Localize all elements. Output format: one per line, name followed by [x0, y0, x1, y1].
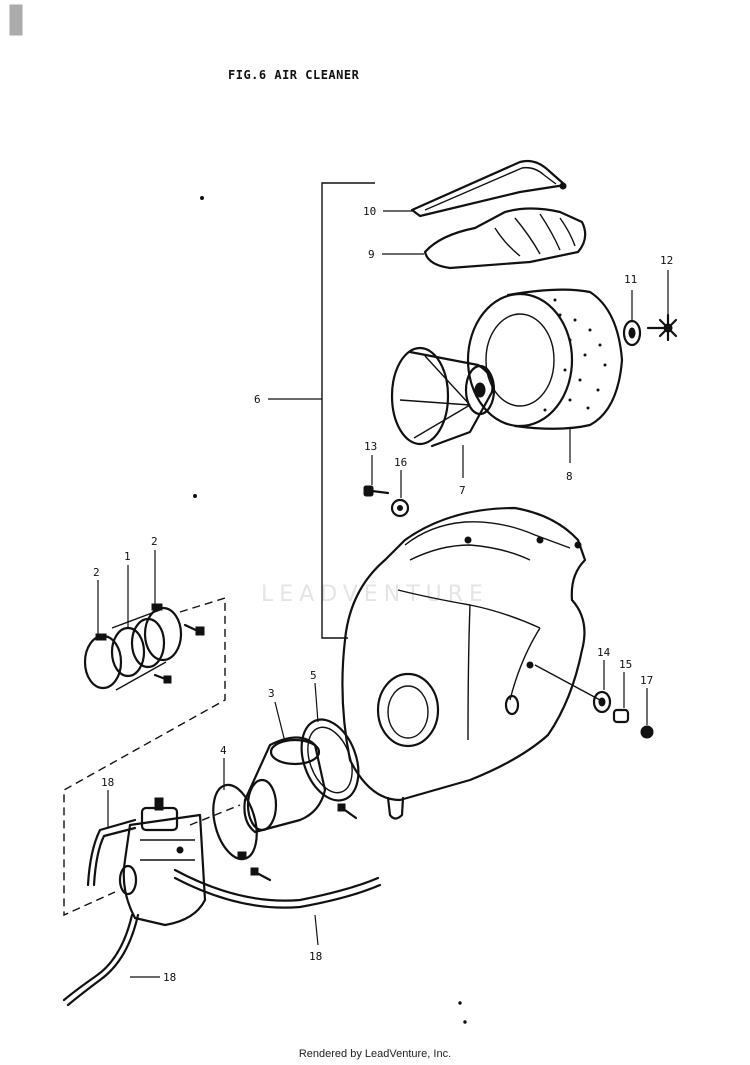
- callout-4: 4: [220, 744, 227, 757]
- part-7-element-frame: [390, 346, 496, 448]
- figure-title: FIG.6 AIR CLEANER: [228, 68, 360, 82]
- assembly-bracket: [321, 182, 375, 639]
- callout-13: 13: [364, 440, 377, 453]
- callout-11: 11: [624, 273, 637, 286]
- callout-17: 17: [640, 674, 653, 687]
- callout-3: 3: [268, 687, 275, 700]
- part-18-tubes: [62, 818, 382, 1007]
- callout-2-left: 2: [93, 566, 100, 579]
- part-14-grommet: [592, 690, 612, 714]
- part-9-filter-cover: [423, 207, 587, 270]
- part-13-bolt: [363, 485, 390, 497]
- air-cleaner-case: [341, 506, 587, 820]
- part-5-seal-ring: [300, 718, 360, 820]
- callout-labels: 10 9 6 7 8 11 12 13 16 1 2 2 3 5 4 14 15…: [93, 205, 673, 984]
- part-3-intake-pipe: [243, 736, 327, 834]
- callout-6: 6: [254, 393, 261, 406]
- part-8-filter-element: [466, 288, 624, 430]
- callout-8: 8: [566, 470, 573, 483]
- callout-18-middle: 18: [309, 950, 322, 963]
- part-15-collar: [612, 708, 630, 724]
- callout-14: 14: [597, 646, 611, 659]
- part-10-strap: [410, 159, 567, 218]
- part-1-connector-hose: [83, 606, 183, 691]
- part-12-wing-nut: [646, 313, 678, 342]
- callout-10: 10: [363, 205, 376, 218]
- callout-7: 7: [459, 484, 466, 497]
- callout-15: 15: [619, 658, 632, 671]
- callout-1: 1: [124, 550, 131, 563]
- footer-credit: Rendered by LeadVenture, Inc.: [298, 1048, 452, 1060]
- callout-5: 5: [310, 669, 317, 682]
- alignment-lines: [63, 597, 241, 917]
- part-16-washer: [390, 498, 410, 518]
- callout-18-top: 18: [101, 776, 114, 789]
- leader-lines: [97, 210, 669, 978]
- part-4-clamp: [212, 783, 272, 882]
- callout-16: 16: [394, 456, 407, 469]
- callout-9: 9: [368, 248, 375, 261]
- callout-12: 12: [660, 254, 673, 267]
- scan-artifacts: [9, 4, 467, 1024]
- callout-2-right: 2: [151, 535, 158, 548]
- watermark-text: LEADVENTURE: [261, 582, 489, 607]
- callout-18-bottom: 18: [163, 971, 176, 984]
- part-11-washer: [622, 319, 642, 347]
- part-2-hose-clamps: [95, 603, 205, 684]
- carburetor: [118, 797, 207, 927]
- part-17-nut: [640, 725, 654, 739]
